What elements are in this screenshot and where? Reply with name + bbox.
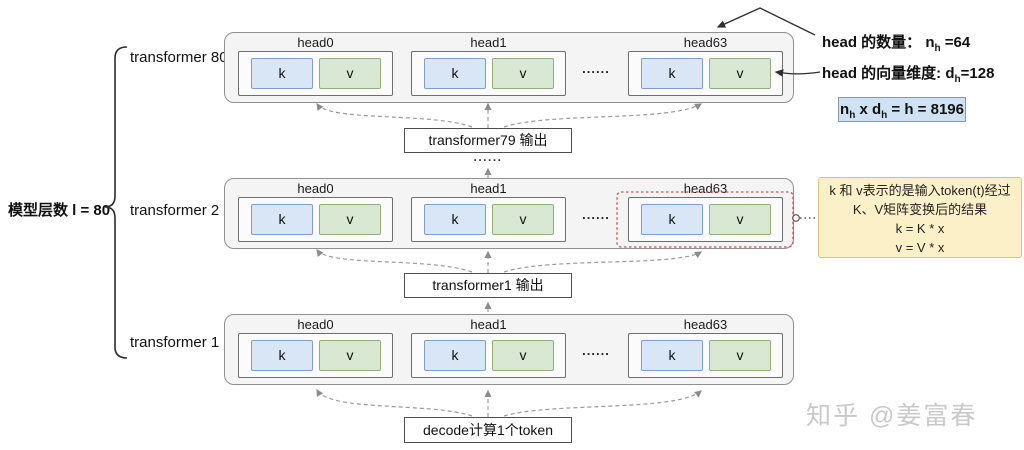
kv-cache-box: k v <box>628 333 783 378</box>
transformer1-output-box: transformer1 输出 <box>404 273 572 298</box>
k-box: k <box>251 340 313 371</box>
v-box: v <box>319 58 381 89</box>
head63-label: head63 <box>683 35 728 50</box>
head63-label: head63 <box>683 181 728 196</box>
note-line: k 和 v表示的是输入token(t)经过 <box>829 183 1011 198</box>
head1-label: head1 <box>470 181 507 196</box>
heads-ellipsis: ...... <box>582 207 610 222</box>
k-box: k <box>424 340 486 371</box>
note-line: k = K * x <box>895 221 945 236</box>
model-layers-label: 模型层数 l = 80 <box>8 202 111 219</box>
flow-arrow <box>316 249 473 273</box>
head63-label: head63 <box>683 317 728 332</box>
v-box: v <box>492 340 554 371</box>
heads-ellipsis: ...... <box>582 343 610 358</box>
hidden-size-formula-box: nh x dh = h = 8196 <box>838 97 966 122</box>
k-box: k <box>424 58 486 89</box>
head0-cell: head0 k v <box>238 179 393 245</box>
v-box: v <box>709 340 771 371</box>
transformer-80-block: head0 k v head1 k v ...... head63 k v <box>224 32 794 103</box>
head1-cell: head1 k v <box>411 33 566 99</box>
head1-cell: head1 k v <box>411 179 566 245</box>
head0-label: head0 <box>297 317 334 332</box>
transformer-1-label: transformer 1 <box>130 334 220 351</box>
k-box: k <box>641 58 703 89</box>
note-line: v = V * x <box>895 240 945 255</box>
transformer-80-label: transformer 80 <box>130 49 228 66</box>
flow-arrow <box>503 103 703 128</box>
head-count-annotation: head 的数量： nh =64 <box>822 34 971 54</box>
head-dim-annotation: head 的向量维度: dh=128 <box>822 65 995 85</box>
kv-cache-box: k v <box>411 333 566 378</box>
transformer79-output-box: transformer79 输出 <box>404 128 572 153</box>
head1-cell: head1 k v <box>411 315 566 381</box>
head0-label: head0 <box>297 181 334 196</box>
v-box: v <box>319 204 381 235</box>
v-box: v <box>319 340 381 371</box>
hidden-layers-ellipsis: ...... <box>473 150 503 164</box>
kv-cache-box: k v <box>628 197 783 242</box>
k-box: k <box>424 204 486 235</box>
head0-cell: head0 k v <box>238 315 393 381</box>
kv-cache-box: k v <box>628 51 783 96</box>
head0-label: head0 <box>297 35 334 50</box>
kv-cache-box: k v <box>238 51 393 96</box>
head-count-arrow <box>716 7 816 36</box>
head63-cell-highlighted: head63 k v <box>628 179 783 245</box>
head1-label: head1 <box>470 317 507 332</box>
head1-label: head1 <box>470 35 507 50</box>
k-box: k <box>251 58 313 89</box>
flow-arrow <box>316 103 473 128</box>
head63-cell: head63 k v <box>628 33 783 99</box>
kv-cache-box: k v <box>238 333 393 378</box>
v-box: v <box>709 58 771 89</box>
v-box: v <box>709 204 771 235</box>
k-box: k <box>251 204 313 235</box>
v-box: v <box>492 58 554 89</box>
k-box: k <box>641 340 703 371</box>
k-box: k <box>641 204 703 235</box>
heads-ellipsis: ...... <box>582 61 610 76</box>
v-box: v <box>492 204 554 235</box>
transformer-2-block: head0 k v head1 k v ...... head63 k v <box>224 178 794 249</box>
kv-explanation-note: k 和 v表示的是输入token(t)经过 K、V矩阵变换后的结果 k = K … <box>818 177 1022 258</box>
flow-arrow <box>503 390 702 417</box>
head0-cell: head0 k v <box>238 33 393 99</box>
head63-cell: head63 k v <box>628 315 783 381</box>
transformer-2-label: transformer 2 <box>130 202 220 219</box>
kv-cache-box: k v <box>411 197 566 242</box>
kv-cache-box: k v <box>238 197 393 242</box>
decode-token-box: decode计算1个token <box>404 417 572 443</box>
note-line: K、V矩阵变换后的结果 <box>852 202 988 217</box>
kv-cache-box: k v <box>411 51 566 96</box>
flow-arrow <box>503 251 703 273</box>
zhihu-watermark: 知乎 @姜富春 <box>806 402 978 430</box>
flow-arrow <box>316 388 473 417</box>
transformer-1-block: head0 k v head1 k v ...... head63 k v <box>224 314 794 385</box>
